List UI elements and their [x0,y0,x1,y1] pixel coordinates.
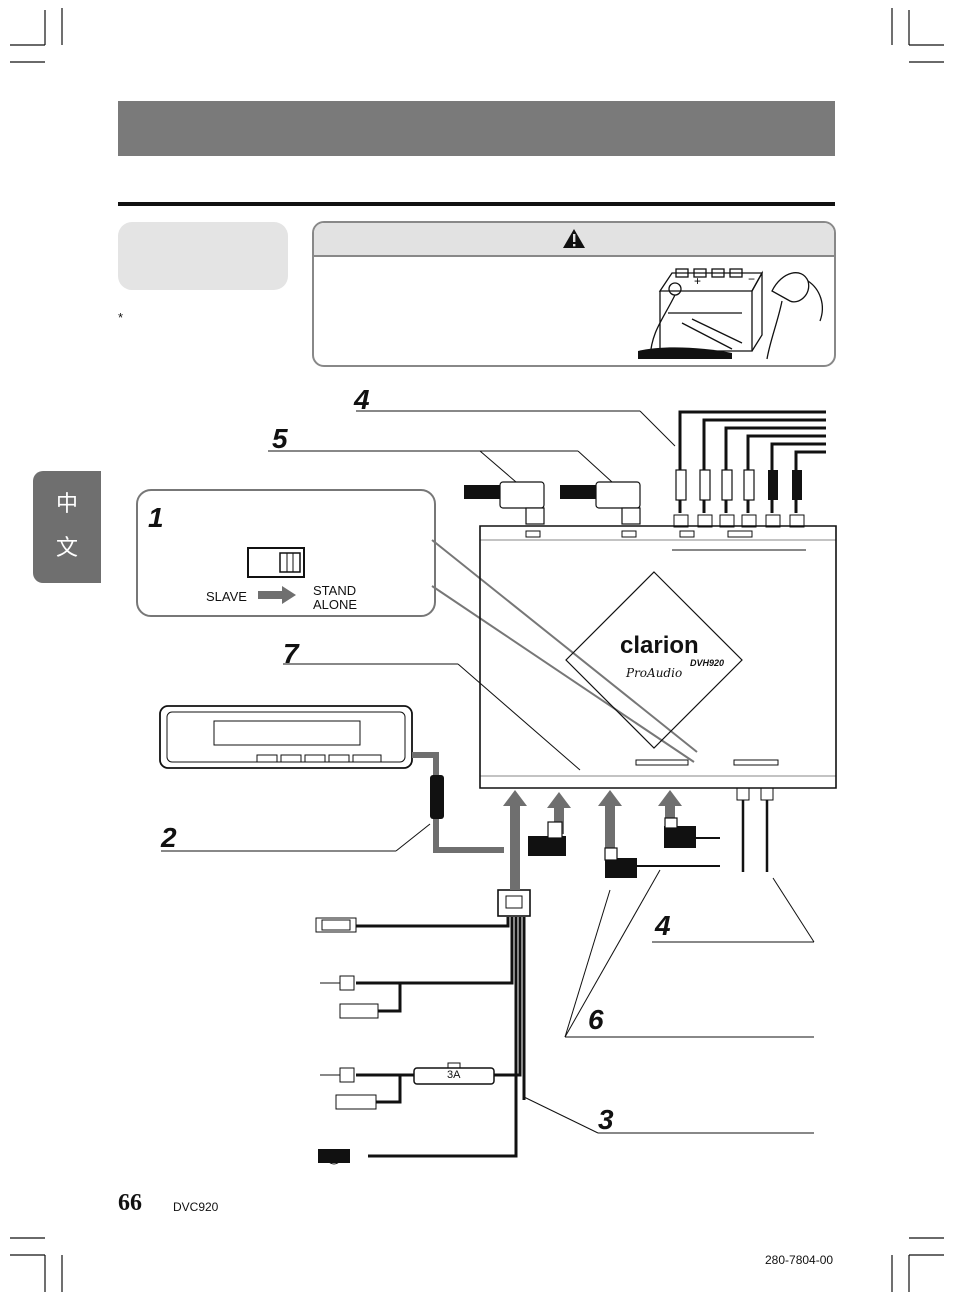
switch-label-alone: ALONE [313,597,358,612]
callout-2: 2 [161,822,177,853]
battery-disconnect-illustration: + − [638,268,823,360]
callout-6: 6 [588,1004,604,1035]
footer-model: DVC920 [173,1200,219,1214]
switch-label-stand: STAND [313,583,357,598]
device-brand: clarion [620,632,699,659]
heading-box [118,222,288,290]
switch-label-slave: SLAVE [206,589,247,604]
warning-icon [563,229,585,248]
tab-char-1: 中 [55,492,78,517]
device-subbrand: ProAudio [626,666,683,680]
header-band [118,101,835,156]
callout-1: 1 [148,502,164,533]
fuse-label: 3A [447,1069,461,1081]
callout-5: 5 [272,423,288,454]
callout-4-top: 4 [354,384,370,415]
caution-header [314,223,834,257]
tab-char-2: 文 [55,536,78,561]
callout-7: 7 [283,638,299,669]
caution-box: + − [312,221,836,367]
svg-text:−: − [748,272,755,286]
language-tab[interactable]: 中 文 [33,471,101,583]
svg-text:+: + [694,274,701,288]
page-number: 66 [118,1190,142,1216]
footnote-asterisk: * [118,310,124,325]
footer-part-number: 280-7804-00 [765,1253,834,1267]
callout-3: 3 [598,1104,614,1135]
section-rule [118,202,835,206]
callout-4-bottom: 4 [655,910,671,941]
device-model: DVH920 [690,658,725,668]
